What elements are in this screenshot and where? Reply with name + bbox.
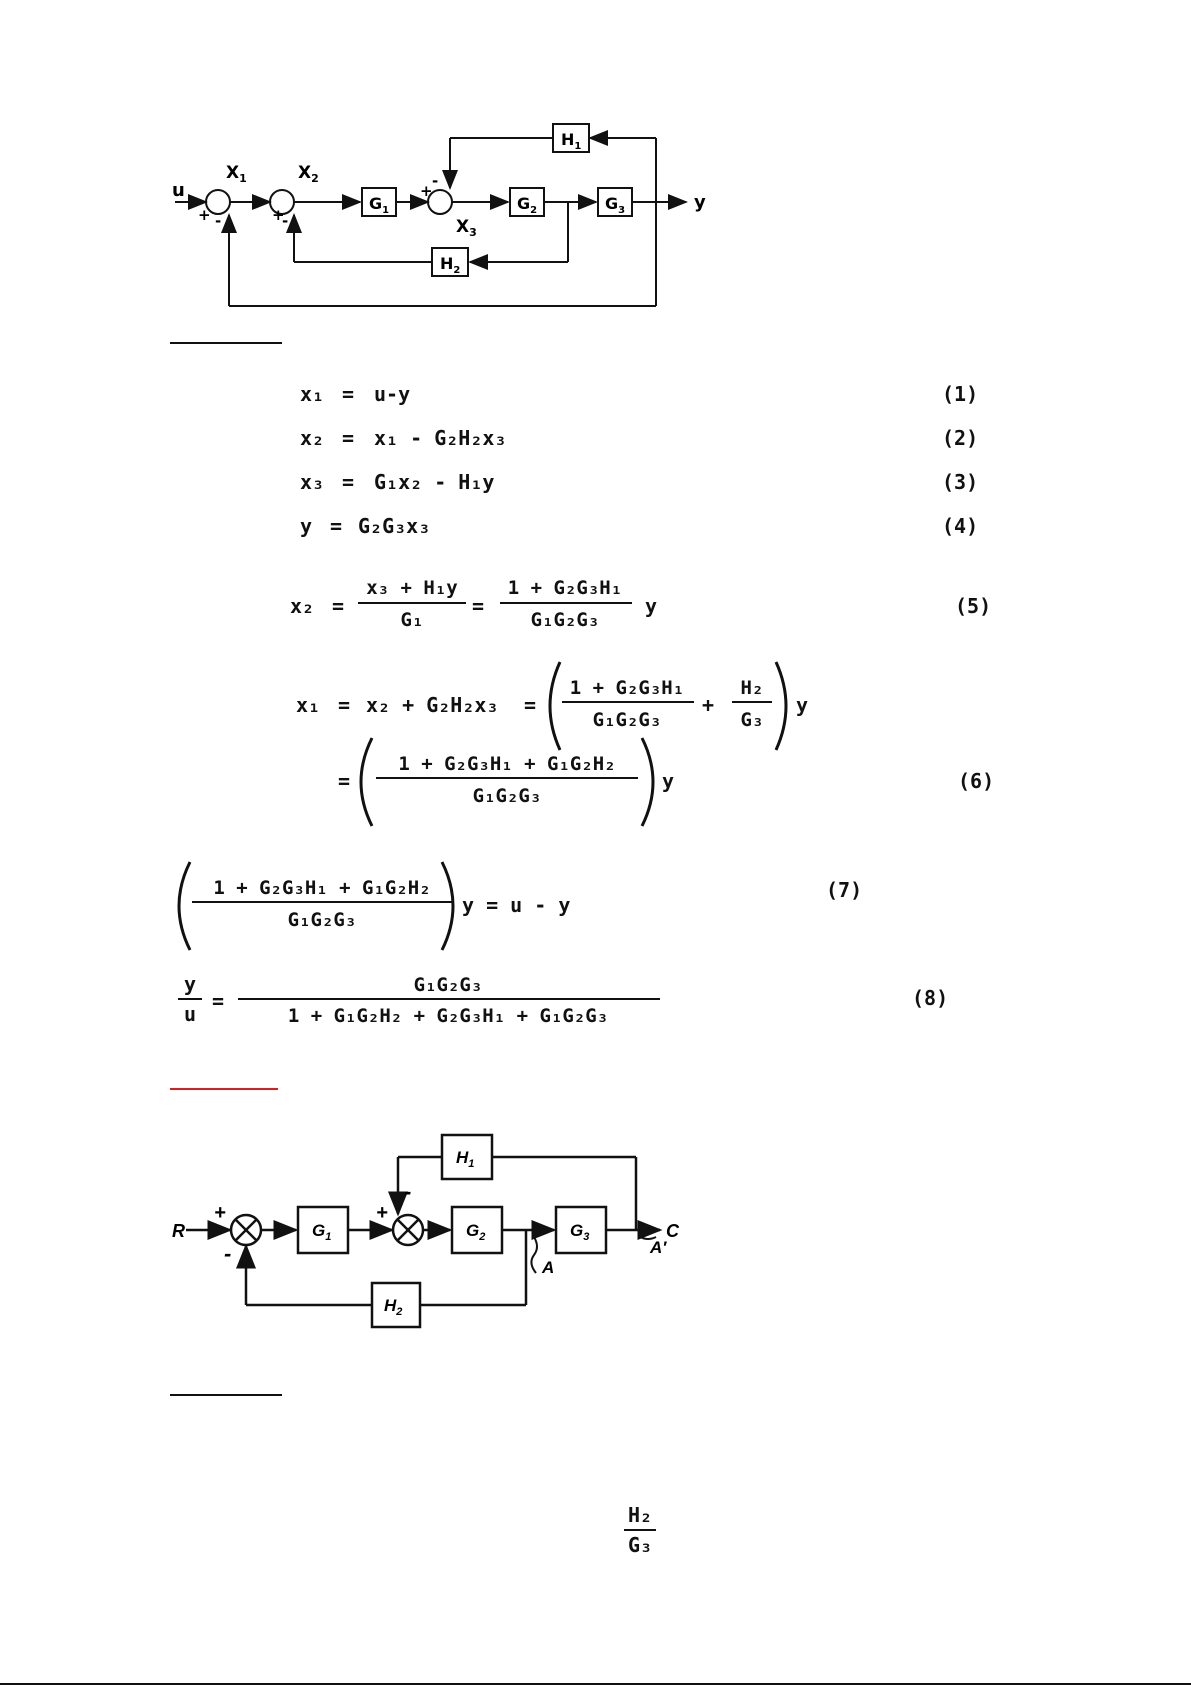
block-g2-label: G2	[517, 194, 537, 216]
svg-text:y: y	[796, 693, 808, 717]
svg-text:y: y	[300, 514, 312, 538]
d2-sign-minus-1: -	[224, 1241, 231, 1266]
equation-4: y = G₂G₃x₃ (4)	[300, 514, 978, 538]
svg-text:G₃: G₃	[741, 709, 764, 731]
svg-text:1 + G₂G₃H₁: 1 + G₂G₃H₁	[508, 577, 622, 599]
svg-text:=: =	[342, 382, 354, 406]
svg-text:x₂: x₂	[300, 426, 324, 450]
section-rule-2-red	[170, 1088, 278, 1090]
svg-text:=: =	[330, 514, 342, 538]
svg-text:G₁x₂ - H₁y: G₁x₂ - H₁y	[374, 470, 494, 494]
section-rule-3	[170, 1394, 282, 1396]
block-g3-label: G3	[605, 194, 625, 216]
svg-text:x₃ + H₁y: x₃ + H₁y	[366, 577, 458, 599]
diagram2-input-label: R	[172, 1221, 185, 1241]
svg-text:x₁ - G₂H₂x₃: x₁ - G₂H₂x₃	[374, 426, 506, 450]
svg-text:(8): (8)	[912, 986, 948, 1010]
svg-text:=: =	[472, 594, 484, 618]
block-h2-label: H2	[440, 254, 460, 276]
sign-plus-3: +	[420, 182, 433, 200]
point-a-label: A	[541, 1258, 554, 1277]
svg-text:(7): (7)	[826, 878, 862, 902]
equation-6a: x₁ = x₂ + G₂H₂x₃ = 1 + G₂G₃H₁ G₁G₂G₃ + H…	[296, 661, 808, 751]
svg-text:x₂: x₂	[290, 594, 314, 618]
svg-text:=: =	[212, 989, 224, 1013]
svg-text:y: y	[662, 769, 674, 793]
sign-plus-2: +	[272, 206, 285, 224]
point-a-prime-label: A′	[649, 1238, 667, 1257]
d2-block-g3-label: G3	[570, 1221, 589, 1243]
page-bottom-edge	[0, 1683, 1191, 1685]
section-rule-1	[170, 342, 282, 344]
d2-block-h1-label: H1	[456, 1148, 474, 1170]
svg-text:G₁G₂G₃: G₁G₂G₃	[288, 909, 357, 931]
d2-sign-plus-2: +	[376, 1202, 388, 1224]
sign-plus-1: +	[198, 206, 211, 224]
d2-sign-plus-1: +	[214, 1202, 226, 1224]
block-diagram-2: R C G1 G2 G3 H1 H2 A A′ + - + -	[172, 1133, 680, 1329]
block-h1-label: H1	[561, 130, 581, 152]
svg-text:H₂: H₂	[741, 677, 764, 699]
summing-label-x1: X1	[226, 163, 247, 185]
svg-text:G₁G₂G₃: G₁G₂G₃	[473, 785, 542, 807]
equation-1: x₁ = u-y (1)	[300, 382, 978, 406]
svg-text:G₃: G₃	[628, 1533, 652, 1557]
svg-text:(6): (6)	[958, 769, 994, 793]
svg-text:=: =	[332, 594, 344, 618]
svg-text:G₁: G₁	[401, 609, 424, 631]
sign-minus-2: -	[282, 212, 288, 230]
summing-label-x3: X3	[456, 217, 477, 239]
svg-text:y: y	[645, 594, 657, 618]
svg-text:H₂: H₂	[628, 1503, 652, 1527]
svg-text:x₁: x₁	[296, 693, 320, 717]
svg-text:=: =	[342, 426, 354, 450]
bottom-fraction: H₂ G₃	[624, 1503, 656, 1557]
block-diagram-1: u y X1 X2 X3 H1 G1 G2 G3 H2 + - + - + -	[172, 123, 706, 307]
svg-text:=: =	[338, 769, 350, 793]
svg-text:(5): (5)	[955, 594, 991, 618]
sign-minus-3: -	[432, 172, 438, 190]
svg-text:(4): (4)	[942, 514, 978, 538]
svg-text:(1): (1)	[942, 382, 978, 406]
svg-text:x₃: x₃	[300, 470, 324, 494]
equation-6b: = 1 + G₂G₃H₁ + G₁G₂H₂ G₁G₂G₃ y (6)	[338, 737, 994, 827]
svg-text:G₁G₂G₃: G₁G₂G₃	[593, 709, 662, 731]
svg-text:y = u - y: y = u - y	[462, 893, 570, 917]
d2-sign-minus-2: -	[404, 1179, 411, 1204]
svg-text:1 + G₁G₂H₂ + G₂G₃H₁ + G₁G₂G₃: 1 + G₁G₂H₂ + G₂G₃H₁ + G₁G₂G₃	[288, 1005, 608, 1027]
svg-text:G₁G₂G₃: G₁G₂G₃	[531, 609, 600, 631]
svg-text:G₁G₂G₃: G₁G₂G₃	[414, 974, 483, 996]
svg-text:1 + G₂G₃H₁ + G₁G₂H₂: 1 + G₂G₃H₁ + G₁G₂H₂	[213, 877, 430, 899]
equation-3: x₃ = G₁x₂ - H₁y (3)	[300, 470, 978, 494]
d2-block-h2-label: H2	[384, 1296, 402, 1318]
d2-block-g1-label: G1	[312, 1221, 331, 1243]
equation-5: x₂ = x₃ + H₁y G₁ = 1 + G₂G₃H₁ G₁G₂G₃ y (…	[290, 577, 991, 631]
svg-text:u-y: u-y	[374, 382, 410, 406]
summing-label-x2: X2	[298, 163, 319, 185]
equation-7: 1 + G₂G₃H₁ + G₁G₂H₂ G₁G₂G₃ y = u - y (7)	[177, 861, 862, 951]
equations-block: x₁ = u-y (1) x₂ = x₁ - G₂H₂x₃ (2) x₃ = G…	[177, 382, 994, 1027]
svg-text:1 + G₂G₃H₁: 1 + G₂G₃H₁	[570, 677, 684, 699]
svg-text:x₁: x₁	[300, 382, 324, 406]
svg-text:x₂ + G₂H₂x₃: x₂ + G₂H₂x₃	[366, 693, 498, 717]
diagram2-output-label: C	[666, 1221, 680, 1241]
svg-text:(2): (2)	[942, 426, 978, 450]
diagram1-input-label: u	[172, 180, 185, 201]
svg-text:y: y	[184, 972, 196, 996]
diagram1-output-label: y	[694, 192, 706, 213]
sign-minus-1: -	[215, 212, 221, 230]
svg-text:=: =	[342, 470, 354, 494]
svg-text:G₂G₃x₃: G₂G₃x₃	[358, 514, 430, 538]
svg-text:=: =	[338, 693, 350, 717]
svg-text:(3): (3)	[942, 470, 978, 494]
svg-text:u: u	[184, 1002, 196, 1026]
equation-8: y u = G₁G₂G₃ 1 + G₁G₂H₂ + G₂G₃H₁ + G₁G₂G…	[178, 972, 948, 1027]
svg-text:1 + G₂G₃H₁ + G₁G₂H₂: 1 + G₂G₃H₁ + G₁G₂H₂	[398, 753, 615, 775]
svg-text:+: +	[702, 693, 714, 717]
equation-2: x₂ = x₁ - G₂H₂x₃ (2)	[300, 426, 978, 450]
svg-text:=: =	[524, 693, 536, 717]
d2-block-g2-label: G2	[466, 1221, 485, 1243]
block-g1-label: G1	[369, 194, 389, 216]
